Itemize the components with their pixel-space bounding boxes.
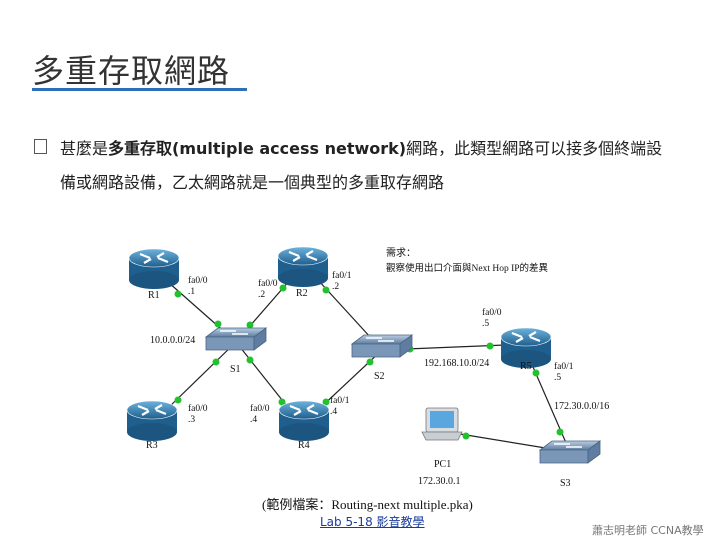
switch-icon bbox=[205, 327, 267, 351]
r4-interface-right: fa0/1 bbox=[330, 395, 350, 406]
router-icon bbox=[277, 399, 331, 443]
link-dot bbox=[366, 358, 374, 366]
link-dot bbox=[462, 432, 470, 440]
link-dot bbox=[556, 428, 564, 436]
title-underline bbox=[32, 88, 247, 91]
r5-ip-right: .5 bbox=[554, 373, 561, 383]
r5-ip-top: .5 bbox=[482, 319, 489, 329]
pc-icon bbox=[421, 407, 463, 441]
link-dot bbox=[322, 286, 330, 294]
r3-interface: fa0/0 bbox=[188, 403, 208, 414]
link-dot bbox=[246, 356, 254, 364]
lab-video-link[interactable]: Lab 5-18 影音教學 bbox=[320, 515, 425, 529]
author-credit: 蕭志明老師 CCNA教學 bbox=[592, 524, 704, 537]
router-name-r1: R1 bbox=[148, 290, 160, 301]
bullet-text-post: 網路，此類型網路可以接多個終端設 bbox=[406, 139, 663, 158]
switch-name-s2: S2 bbox=[374, 371, 385, 382]
router-name-r3: R3 bbox=[146, 440, 158, 451]
network-label-right: 172.30.0.0/16 bbox=[554, 401, 609, 412]
bullet-text-line1: 甚麼是多重存取(multiple access network)網路，此類型網路… bbox=[60, 135, 662, 159]
r3-ip: .3 bbox=[188, 415, 195, 425]
r1-interface: fa0/0 bbox=[188, 275, 208, 286]
switch-name-s3: S3 bbox=[560, 478, 571, 489]
link-dot bbox=[212, 358, 220, 366]
link-dot bbox=[214, 320, 222, 328]
r2-interface-left: fa0/0 bbox=[258, 278, 278, 289]
r1-ip: .1 bbox=[188, 287, 195, 297]
example-file-caption: (範例檔案：Routing-next multiple.pka) bbox=[262, 497, 473, 512]
network-label-mid: 192.168.10.0/24 bbox=[424, 358, 489, 369]
r2-interface-right: fa0/1 bbox=[332, 270, 352, 281]
bullet-text-bold: 多重存取(multiple access network) bbox=[108, 139, 407, 158]
switch-icon bbox=[539, 440, 601, 464]
link-dot bbox=[532, 369, 540, 377]
square-bullet-icon bbox=[34, 139, 47, 154]
pc-name: PC1 bbox=[434, 459, 451, 470]
router-icon bbox=[127, 247, 181, 291]
link-dot bbox=[279, 284, 287, 292]
router-name-r4: R4 bbox=[298, 440, 310, 451]
requirement-note-text: 觀察使用出口介面與Next Hop IP的差異 bbox=[386, 262, 549, 274]
link-dot bbox=[278, 398, 286, 406]
r4-ip-right: .4 bbox=[330, 407, 337, 417]
router-name-r5: R5 bbox=[520, 361, 532, 372]
router-name-r2: R2 bbox=[296, 288, 308, 299]
r5-interface-right: fa0/1 bbox=[554, 361, 574, 372]
bullet-text-line2: 備或網路設備，乙太網路就是一個典型的多重取存網路 bbox=[60, 173, 445, 192]
bullet-text-pre: 甚麼是 bbox=[60, 139, 109, 158]
router-icon bbox=[276, 245, 330, 289]
r4-interface-left: fa0/0 bbox=[250, 403, 270, 414]
link-dot bbox=[174, 396, 182, 404]
r2-ip-left: .2 bbox=[258, 290, 265, 300]
pc-ip: 172.30.0.1 bbox=[418, 476, 461, 487]
r5-interface-top: fa0/0 bbox=[482, 307, 502, 318]
router-icon bbox=[125, 399, 179, 443]
link-dot bbox=[174, 290, 182, 298]
link-dot bbox=[322, 398, 330, 406]
switch-name-s1: S1 bbox=[230, 364, 241, 375]
requirement-note-title: 需求： bbox=[386, 247, 416, 259]
switch-icon bbox=[351, 334, 413, 358]
network-label-left: 10.0.0.0/24 bbox=[150, 335, 195, 346]
topology-links bbox=[165, 279, 571, 453]
r2-ip-right: .2 bbox=[332, 282, 339, 292]
r4-ip-left: .4 bbox=[250, 415, 257, 425]
link-dot bbox=[486, 342, 494, 350]
link-dot bbox=[246, 321, 254, 329]
slide-title: 多重存取網路 bbox=[32, 52, 231, 90]
